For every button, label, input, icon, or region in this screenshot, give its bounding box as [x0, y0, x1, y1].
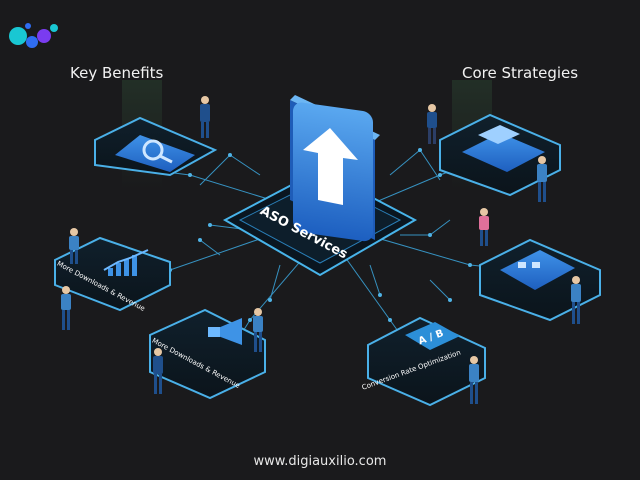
person-figure [479, 208, 489, 246]
person-figure [253, 308, 263, 352]
person-figure [61, 286, 71, 330]
people-figures [61, 96, 581, 404]
node-panel-search [94, 116, 218, 177]
node-panel-keyboard [439, 113, 561, 197]
person-figure [469, 356, 479, 404]
arrow-up-icon [290, 95, 380, 242]
node-panel-ab-test [367, 316, 486, 407]
node-panel-downloads [54, 236, 171, 312]
heading-key-benefits: Key Benefits [70, 64, 164, 82]
heading-core-strategies: Core Strategies [462, 64, 579, 82]
person-figure [153, 348, 163, 394]
person-figure [200, 96, 210, 138]
node-panel-megaphone [149, 308, 266, 400]
footer-url[interactable]: www.digiauxilio.com [253, 454, 387, 469]
person-figure [537, 156, 547, 202]
droplet-cluster-logo [9, 23, 58, 48]
person-figure [427, 104, 437, 144]
person-figure [571, 276, 581, 324]
node-panel-app-screens [479, 238, 601, 322]
person-figure [69, 228, 79, 264]
